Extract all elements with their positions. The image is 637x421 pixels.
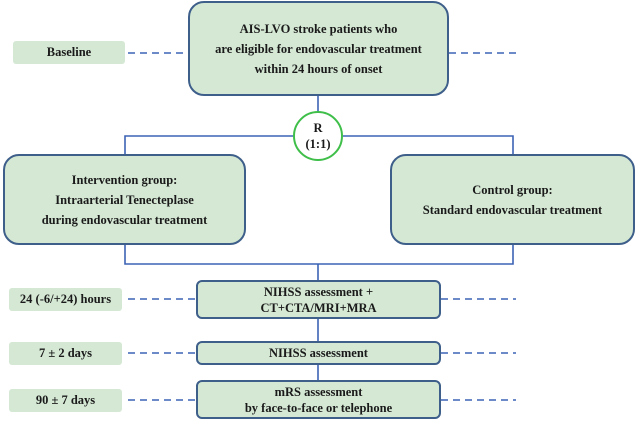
- randomization-ratio: (1:1): [305, 137, 331, 151]
- timepoint-baseline: Baseline: [13, 41, 125, 64]
- connector-randomization-to-intervention: [124, 135, 293, 155]
- timepoint-24h: 24 (-6/+24) hours: [9, 288, 122, 311]
- assessment-7d-box: NIHSS assessment: [196, 341, 441, 365]
- assessment-24h-line: NIHSS assessment +: [263, 284, 374, 299]
- eligibility-box: AIS-LVO stroke patients who are eligible…: [188, 1, 449, 96]
- assessment-90d-line: mRS assessment: [274, 384, 363, 399]
- assessment-7d-line: NIHSS assessment: [269, 346, 368, 360]
- solid-connectors: [124, 96, 514, 380]
- intervention-group-box: Intervention group: Intraarterial Tenect…: [3, 154, 246, 245]
- eligibility-line: are eligible for endovascular treatment: [215, 41, 422, 56]
- assessment-90d-line: by face-to-face or telephone: [244, 400, 393, 415]
- timepoint-90d: 90 ± 7 days: [9, 389, 122, 412]
- control-line: Control group:: [472, 182, 553, 197]
- dashed-timeline-connectors: [128, 52, 516, 401]
- intervention-line: during endovascular treatment: [41, 212, 208, 227]
- timepoint-7d: 7 ± 2 days: [9, 342, 122, 365]
- assessment-90d-box: mRS assessment by face-to-face or teleph…: [196, 380, 441, 419]
- control-group-box: Control group: Standard endovascular tre…: [390, 154, 635, 245]
- randomization-node: R (1:1): [293, 111, 343, 161]
- eligibility-line: within 24 hours of onset: [254, 61, 383, 76]
- assessment-24h-line: CT+CTA/MRI+MRA: [260, 300, 377, 315]
- connector-randomization-to-control: [343, 135, 514, 155]
- intervention-line: Intraarterial Tenecteplase: [55, 192, 194, 207]
- assessment-24h-box: NIHSS assessment + CT+CTA/MRI+MRA: [196, 280, 441, 319]
- connector-groups-merge: [124, 245, 514, 265]
- randomization-label: R: [313, 121, 323, 135]
- control-line: Standard endovascular treatment: [422, 202, 603, 217]
- eligibility-line: AIS-LVO stroke patients who: [239, 21, 398, 36]
- intervention-line: Intervention group:: [71, 172, 178, 187]
